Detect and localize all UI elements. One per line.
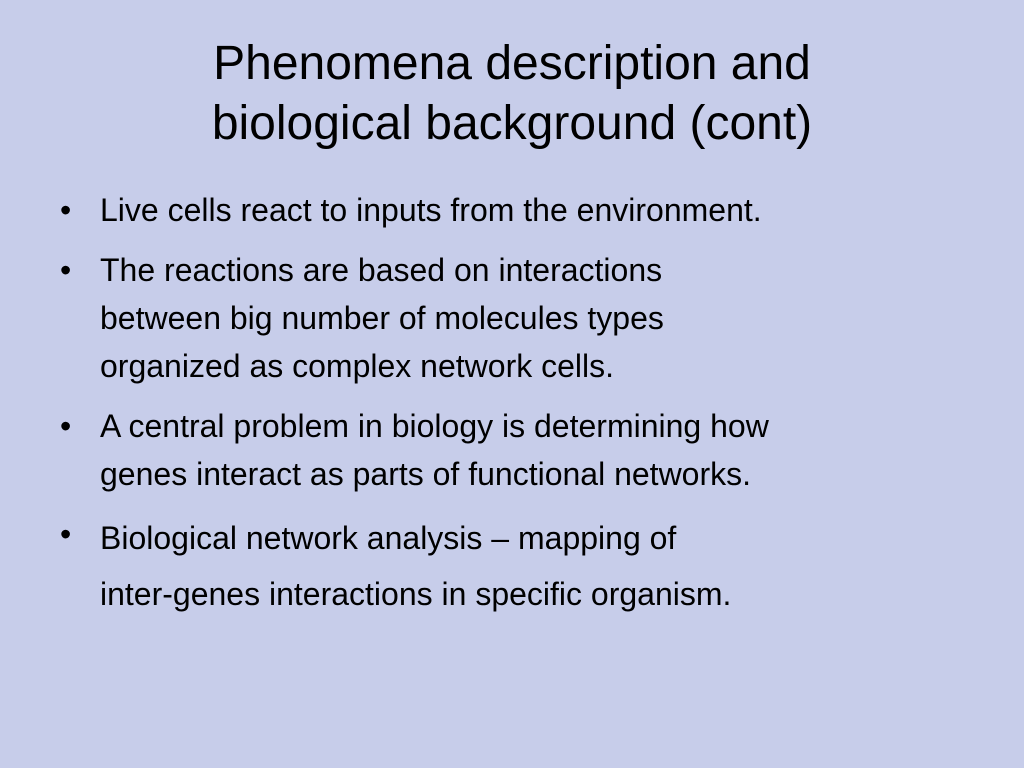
- bullet-text-2: The reactions are based on interactions …: [100, 246, 980, 390]
- bullet-4-line-1: Biological network analysis – mapping of: [100, 520, 677, 556]
- bullet-text-3: A central problem in biology is determin…: [100, 402, 980, 498]
- bullet-icon: •: [60, 516, 72, 552]
- bullet-icon: •: [60, 192, 72, 228]
- slide-title: Phenomena description and biological bac…: [60, 34, 964, 154]
- bullet-text-4: Biological network analysis – mapping of…: [100, 510, 980, 622]
- bullet-item-3: • A central problem in biology is determ…: [60, 402, 980, 498]
- bullet-3-line-2: genes interact as parts of functional ne…: [100, 456, 752, 492]
- bullet-list: • Live cells react to inputs from the en…: [60, 186, 980, 634]
- bullet-2-line-2: between big number of molecules types: [100, 300, 664, 336]
- bullet-1-line-1: Live cells react to inputs from the envi…: [100, 192, 762, 228]
- bullet-item-2: • The reactions are based on interaction…: [60, 246, 980, 390]
- bullet-3-line-1: A central problem in biology is determin…: [100, 408, 769, 444]
- bullet-icon: •: [60, 408, 72, 444]
- bullet-2-line-3: organized as complex network cells.: [100, 348, 615, 384]
- bullet-text-1: Live cells react to inputs from the envi…: [100, 186, 980, 234]
- bullet-4-line-2: inter-genes interactions in specific org…: [100, 576, 732, 612]
- bullet-item-1: • Live cells react to inputs from the en…: [60, 186, 980, 234]
- bullet-item-4: • Biological network analysis – mapping …: [60, 510, 980, 622]
- bullet-icon: •: [60, 252, 72, 288]
- title-line-2: biological background (cont): [211, 97, 813, 150]
- bullet-2-line-1: The reactions are based on interactions: [100, 252, 663, 288]
- title-line-1: Phenomena description and: [213, 37, 811, 90]
